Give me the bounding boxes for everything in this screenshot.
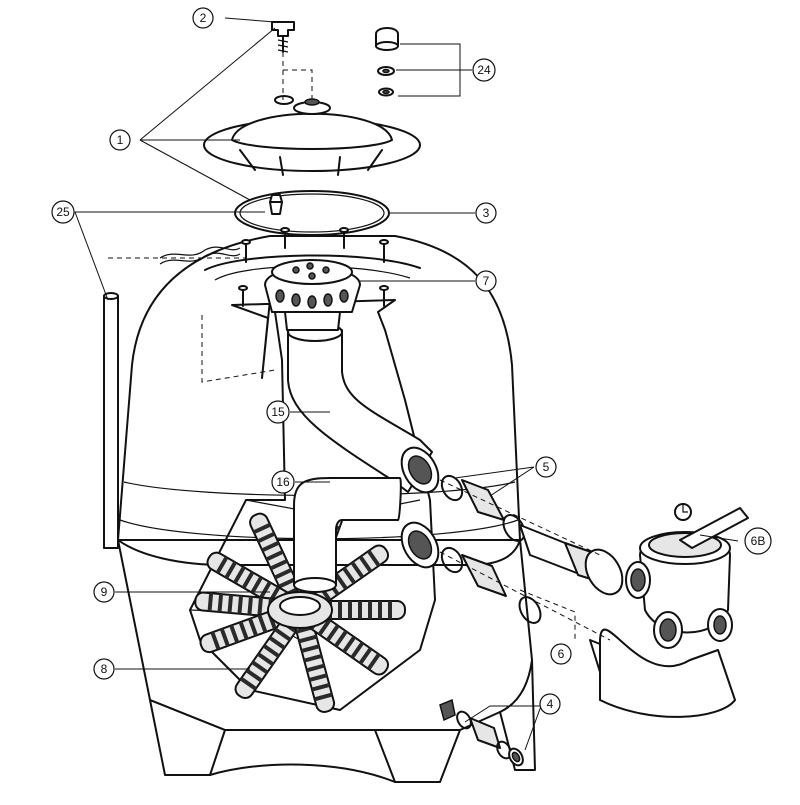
- svg-text:16: 16: [276, 475, 290, 489]
- port-fittings: [439, 474, 736, 718]
- svg-text:3: 3: [483, 206, 490, 220]
- svg-text:1: 1: [117, 133, 124, 147]
- tank-body: [117, 235, 536, 783]
- callout-6: 6: [550, 643, 572, 665]
- svg-text:5: 5: [543, 460, 550, 474]
- small-parts-top: [238, 21, 399, 307]
- lid: [203, 95, 421, 176]
- callout-7: 7: [475, 270, 497, 292]
- callout-15: 15: [266, 400, 290, 424]
- callout-8: 8: [93, 658, 115, 680]
- callout-3: 3: [475, 202, 497, 224]
- svg-text:6B: 6B: [751, 534, 766, 548]
- callout-9: 9: [93, 581, 115, 603]
- callout-6b: 6B: [744, 527, 772, 555]
- callout-25: 25: [51, 200, 75, 224]
- callout-1: 1: [109, 129, 131, 151]
- callout-2: 2: [192, 7, 214, 29]
- callout-4: 4: [539, 693, 561, 715]
- svg-text:15: 15: [271, 405, 285, 419]
- lid-o-ring: [234, 190, 390, 236]
- svg-text:8: 8: [101, 662, 108, 676]
- svg-text:4: 4: [547, 697, 554, 711]
- svg-text:2: 2: [200, 11, 207, 25]
- svg-text:7: 7: [483, 274, 490, 288]
- gauge-tube: [103, 246, 241, 549]
- drain-assembly: [439, 698, 524, 767]
- svg-text:9: 9: [101, 585, 108, 599]
- svg-text:6: 6: [558, 647, 565, 661]
- multiport-valve: [625, 503, 749, 649]
- callout-5: 5: [535, 456, 557, 478]
- diffuser: [264, 259, 361, 331]
- laterals: [194, 509, 406, 713]
- svg-text:24: 24: [477, 63, 491, 77]
- callout-24: 24: [472, 58, 496, 82]
- leader-lines: [74, 17, 739, 751]
- svg-text:25: 25: [56, 205, 70, 219]
- callout-16: 16: [271, 470, 295, 494]
- internal-pipes: [287, 322, 440, 593]
